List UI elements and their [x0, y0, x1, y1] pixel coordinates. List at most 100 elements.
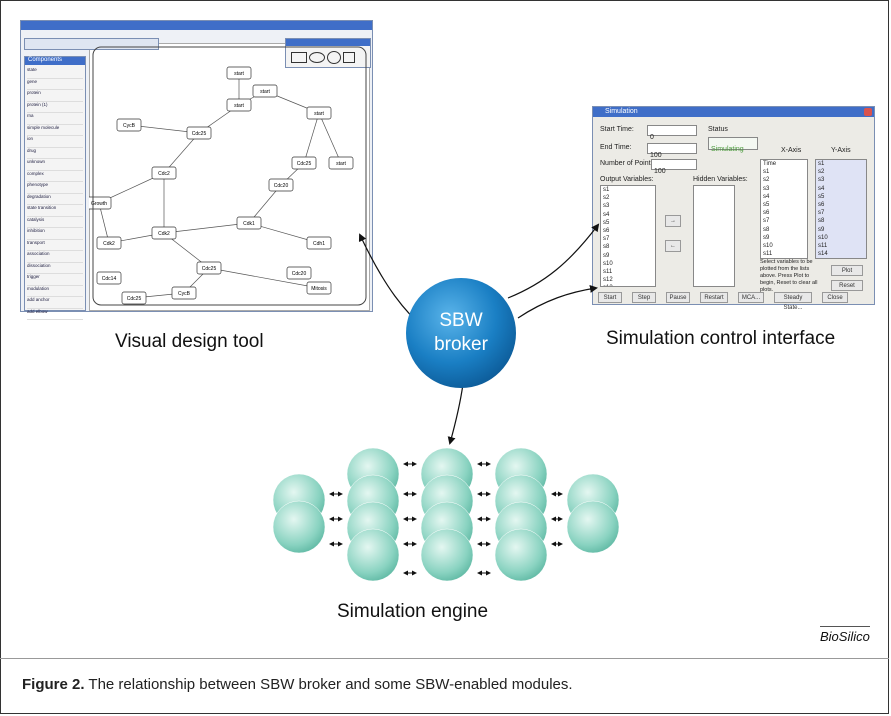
x-var-item[interactable]: s8	[763, 226, 770, 233]
output-var-item[interactable]: s12	[603, 277, 613, 284]
palette-item[interactable]: gene	[27, 79, 83, 90]
output-var-item[interactable]: s5	[603, 219, 610, 226]
y-var-item[interactable]: s7	[818, 210, 825, 217]
x-var-item[interactable]: s3	[763, 185, 770, 192]
output-var-item[interactable]: s3	[603, 203, 610, 210]
output-variables-list[interactable]: s1s2s3s4s5s6s7s8s9s10s11s12s13s14	[600, 185, 656, 287]
y-var-item[interactable]: s2	[818, 169, 825, 176]
output-var-item[interactable]: s6	[603, 228, 610, 235]
palette-item[interactable]: simple molecule	[27, 125, 83, 136]
x-var-item[interactable]: s11	[763, 251, 773, 258]
close-icon[interactable]	[864, 108, 872, 116]
palette-item[interactable]: add anchor	[27, 297, 83, 309]
x-var-item[interactable]: Time	[763, 161, 777, 167]
diagram-node[interactable]: Cdc20	[286, 266, 312, 280]
diagram-node[interactable]: Cdc25	[186, 126, 212, 140]
diagram-node[interactable]: start	[226, 66, 252, 80]
move-right-button[interactable]: →	[665, 215, 681, 227]
diagram-node[interactable]: CycB	[171, 286, 197, 300]
reset-button[interactable]: Reset	[831, 280, 863, 291]
palette-item[interactable]: ion	[27, 136, 83, 148]
diagram-node[interactable]: Cdk2	[96, 236, 122, 250]
palette-item[interactable]: modulation	[27, 286, 83, 297]
plot-button[interactable]: Plot	[831, 265, 863, 276]
y-var-item[interactable]: s3	[818, 177, 825, 184]
output-var-item[interactable]: s1	[603, 187, 610, 193]
output-var-item[interactable]: s9	[603, 252, 610, 259]
design-diagram: startstartstartCdc25CycBCdc2Cdk1Cdk2Cdc2…	[89, 46, 367, 306]
y-var-item[interactable]: s10	[818, 234, 828, 241]
output-var-item[interactable]: s11	[603, 269, 613, 276]
sim-button-steadystate[interactable]: Steady State...	[774, 292, 812, 311]
diagram-node[interactable]: start	[306, 106, 332, 120]
palette-item[interactable]: complex	[27, 171, 83, 182]
end-time-field[interactable]: 100	[647, 143, 697, 159]
sim-button-mca[interactable]: MCA...	[738, 292, 764, 303]
palette-item[interactable]: rna	[27, 113, 83, 125]
move-left-button[interactable]: ←	[665, 240, 681, 252]
output-var-item[interactable]: s13	[601, 284, 655, 286]
diagram-node[interactable]: Cdc14	[96, 271, 122, 285]
y-var-item[interactable]: s6	[818, 202, 825, 209]
diagram-node[interactable]: start	[226, 98, 252, 112]
sim-button-restart[interactable]: Restart	[700, 292, 728, 303]
x-var-item[interactable]: s7	[763, 218, 770, 225]
palette-item[interactable]: phenotype	[27, 182, 83, 194]
hidden-variables-list[interactable]	[693, 185, 735, 287]
y-var-item[interactable]: s5	[818, 193, 825, 200]
sim-button-close[interactable]: Close	[822, 292, 848, 303]
diagram-node[interactable]: Cdk2	[151, 226, 177, 240]
y-var-item[interactable]: s8	[818, 218, 825, 225]
diagram-node[interactable]: Cdc2	[151, 166, 177, 180]
x-var-item[interactable]: s9	[763, 234, 770, 241]
x-var-item[interactable]: s1	[763, 169, 770, 176]
diagram-node[interactable]: Growth	[89, 196, 112, 210]
sim-button-start[interactable]: Start	[598, 292, 622, 303]
palette-item[interactable]: add elbow	[27, 309, 83, 320]
diagram-node[interactable]: Cdh1	[306, 236, 332, 250]
palette-item[interactable]: inhibition	[27, 228, 83, 240]
diagram-node[interactable]: Cdc25	[291, 156, 317, 170]
output-var-item[interactable]: s2	[603, 195, 610, 202]
palette-item[interactable]: trigger	[27, 274, 83, 286]
palette-item[interactable]: unknown	[27, 159, 83, 171]
y-var-item[interactable]: s4	[818, 185, 825, 192]
x-var-item[interactable]: s4	[763, 193, 770, 200]
palette-item[interactable]: state transition	[27, 205, 83, 217]
palette-item[interactable]: catalysis	[27, 217, 83, 228]
palette-item[interactable]: state	[27, 67, 83, 79]
palette-item[interactable]: transport	[27, 240, 83, 251]
output-var-item[interactable]: s4	[603, 211, 610, 218]
diagram-node[interactable]: CycB	[116, 118, 142, 132]
palette-item[interactable]: degradation	[27, 194, 83, 205]
diagram-node[interactable]: start	[328, 156, 354, 170]
y-var-item[interactable]: s1	[818, 161, 825, 167]
palette-item[interactable]: protein	[27, 90, 83, 102]
palette-item[interactable]: protein (1)	[27, 102, 83, 113]
sim-button-step[interactable]: Step	[632, 292, 656, 303]
palette-item[interactable]: dissociation	[27, 263, 83, 274]
x-var-item[interactable]: s2	[763, 177, 770, 184]
diagram-node[interactable]: Cdk1	[236, 216, 262, 230]
output-var-item[interactable]: s10	[603, 260, 613, 267]
x-var-item[interactable]: s5	[763, 202, 770, 209]
y-var-item[interactable]: s11	[818, 243, 828, 250]
x-var-item[interactable]: s6	[763, 210, 770, 217]
diagram-node[interactable]: Cdc25	[121, 291, 147, 305]
sim-button-pause[interactable]: Pause	[666, 292, 690, 303]
diagram-node[interactable]: Cdc20	[268, 178, 294, 192]
start-time-field[interactable]: 0	[647, 125, 697, 141]
diagram-node[interactable]: Mitosis	[306, 281, 332, 295]
output-var-item[interactable]: s7	[603, 236, 610, 243]
points-field[interactable]: 100	[651, 159, 697, 175]
y-var-item[interactable]: s9	[818, 226, 825, 233]
x-var-item[interactable]: s10	[763, 243, 773, 250]
palette-item[interactable]: drug	[27, 148, 83, 159]
diagram-node[interactable]: start	[252, 84, 278, 98]
output-var-item[interactable]: s8	[603, 244, 610, 251]
diagram-node[interactable]: Cdc25	[196, 261, 222, 275]
palette-item[interactable]: association	[27, 251, 83, 263]
y-var-item[interactable]: s14	[818, 251, 828, 258]
